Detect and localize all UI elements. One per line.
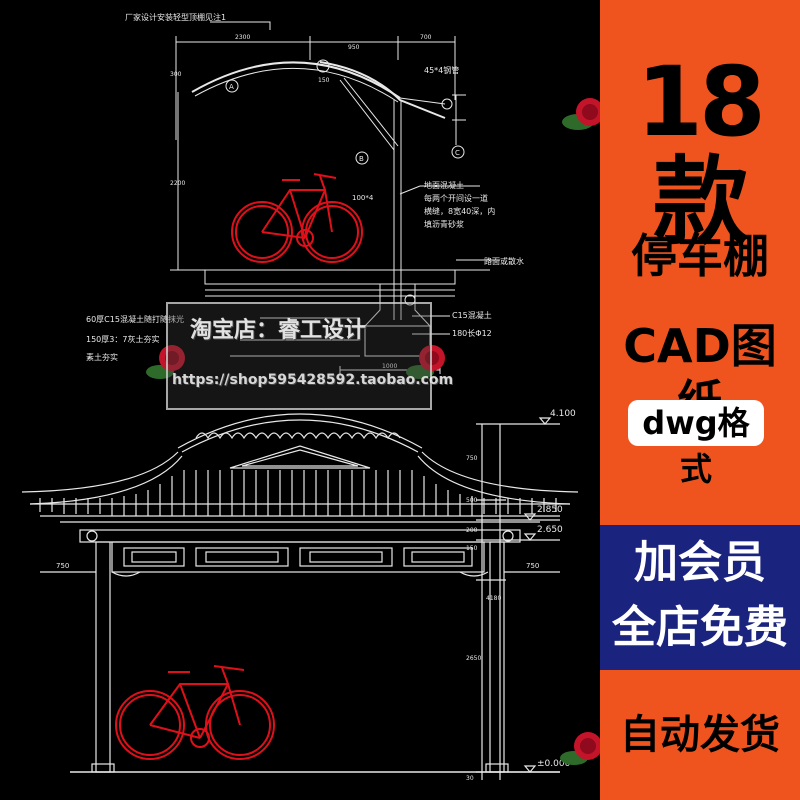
grid-a: A (229, 83, 234, 91)
elev-mid2: 2.650 (537, 525, 563, 535)
bicycle-icon-bottom (115, 665, 275, 760)
watermark-url: https://shop595428592.taobao.com (172, 372, 454, 388)
dim-2300: 2300 (235, 34, 250, 41)
ground-note-4: 填沥青砂浆 (424, 219, 464, 229)
ground-note-2: 每两个开间设一道 (424, 193, 488, 203)
bicycle-icon (231, 173, 363, 263)
ground-note-1: 地面混凝土 (424, 180, 464, 190)
product-label: 停车棚 (631, 229, 769, 283)
count-label: 18款 (636, 46, 766, 258)
dim-1000: 1000 (382, 363, 397, 370)
dim-750-right: 750 (526, 562, 539, 570)
dim-30: 30 (466, 775, 474, 782)
layer-3: 素土夯实 (86, 352, 118, 362)
pavement-note: 路面或散水 (484, 256, 524, 266)
dim-750-vertical: 750 (466, 455, 478, 462)
elev-mid1: 2.850 (537, 505, 563, 515)
watermark-box (166, 302, 432, 410)
layer-2: 150厚3：7灰土夯实 (86, 334, 159, 344)
rebar-note: 180长Φ12 (452, 328, 492, 338)
dim-300: 300 (170, 71, 182, 78)
grid-b: B (359, 155, 364, 163)
dim-700: 700 (420, 34, 432, 41)
dim-750-left: 750 (56, 562, 69, 570)
rose-icon (562, 98, 600, 130)
file-format-badge: dwg格式 (628, 400, 764, 488)
tube-note: 100*4 (352, 194, 374, 202)
rose-icon (560, 732, 600, 765)
cad-drawing: 厂家设计安装轻型顶棚见注1 2300 950 700 300 150 2200 … (21, 12, 600, 782)
ground-note-3: 横缝，8宽40深，内 (424, 206, 495, 216)
dim-500: 500 (466, 497, 478, 504)
dim-150: 150 (318, 77, 330, 84)
grid-c: C (455, 149, 460, 157)
c15-note: C15混凝土 (452, 310, 492, 320)
dim-2650: 2650 (466, 655, 481, 662)
elev-top: 4.100 (550, 409, 576, 419)
rose-icon (406, 345, 445, 379)
delivery-label: 自动发货 (620, 712, 780, 758)
pavilion-elevation-drawing (21, 413, 579, 780)
watermark-shop: 淘宝店：睿工设计 (190, 318, 367, 343)
elev-zero: ±0.000 (537, 759, 571, 769)
dim-950: 950 (348, 44, 360, 51)
member-banner (600, 525, 800, 670)
dim-200: 200 (466, 527, 478, 534)
note-manufacturer: 厂家设计安装轻型顶棚见注1 (125, 12, 226, 22)
layer-1: 60厚C15混凝土随打随抹光 (86, 314, 184, 324)
dim-150-bottom: 150 (466, 545, 478, 552)
top-section-drawing (170, 21, 500, 374)
pipe-note: 45*4钢管 (424, 65, 459, 75)
member-line2: 全店免费 (612, 602, 788, 653)
dim-2200: 2200 (170, 180, 185, 187)
member-line1: 加会员 (634, 537, 766, 588)
dim-4180: 4180 (486, 595, 501, 602)
